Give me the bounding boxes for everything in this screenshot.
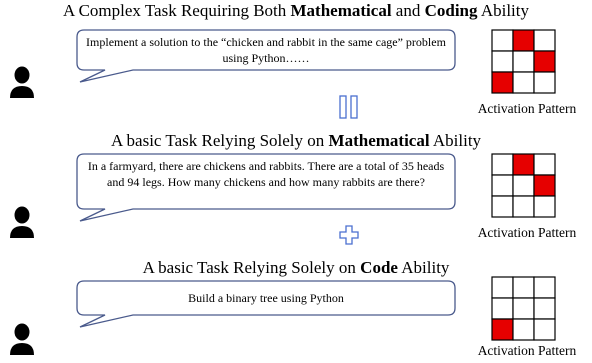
person-icon [10, 323, 34, 355]
grid-cell-active [533, 174, 556, 197]
activation-grid-3 [491, 276, 556, 341]
grid-cell [491, 195, 514, 218]
plus-icon [339, 225, 359, 245]
grid-cell [512, 297, 535, 320]
speech-bubble-2 [76, 153, 456, 222]
section-1-title: A Complex Task Requiring Both Mathematic… [62, 1, 529, 20]
activation-label-3: Activation Pattern [477, 343, 577, 358]
grid-cell [533, 71, 556, 94]
person-icon [10, 206, 34, 238]
grid-cell-active [533, 50, 556, 73]
grid-cell [533, 276, 556, 299]
grid-cell-active [512, 29, 535, 52]
grid-cell-active [512, 153, 535, 176]
prompt-text-3: Build a binary tree using Python [188, 291, 344, 305]
grid-cell [491, 276, 514, 299]
section-2-title: A basic Task Relying Solely on Mathemati… [110, 131, 482, 150]
grid-cell [533, 153, 556, 176]
grid-cell [533, 29, 556, 52]
grid-cell-active [491, 71, 514, 94]
activation-grid-2 [491, 153, 556, 218]
grid-cell [533, 195, 556, 218]
grid-cell [491, 29, 514, 52]
grid-cell-active [491, 318, 514, 341]
grid-cell [512, 50, 535, 73]
grid-cell [512, 174, 535, 197]
grid-cell [512, 195, 535, 218]
grid-cell [512, 276, 535, 299]
grid-cell [533, 318, 556, 341]
grid-cell [533, 297, 556, 320]
equals-icon [339, 95, 358, 119]
prompt-text-1: Implement a solution to the “chicken and… [86, 35, 446, 65]
grid-cell [491, 153, 514, 176]
activation-grid-1 [491, 29, 556, 94]
grid-cell [512, 318, 535, 341]
speech-bubble-3 [76, 280, 456, 328]
section-3-title: A basic Task Relying Solely on Code Abil… [142, 258, 450, 277]
activation-label-1: Activation Pattern [477, 101, 577, 116]
grid-cell [491, 174, 514, 197]
grid-cell [491, 297, 514, 320]
prompt-text-2: In a farmyard, there are chickens and ra… [87, 159, 445, 189]
speech-bubble-1 [76, 29, 456, 83]
grid-cell [491, 50, 514, 73]
grid-cell [512, 71, 535, 94]
person-icon [10, 66, 34, 98]
activation-label-2: Activation Pattern [477, 225, 577, 240]
